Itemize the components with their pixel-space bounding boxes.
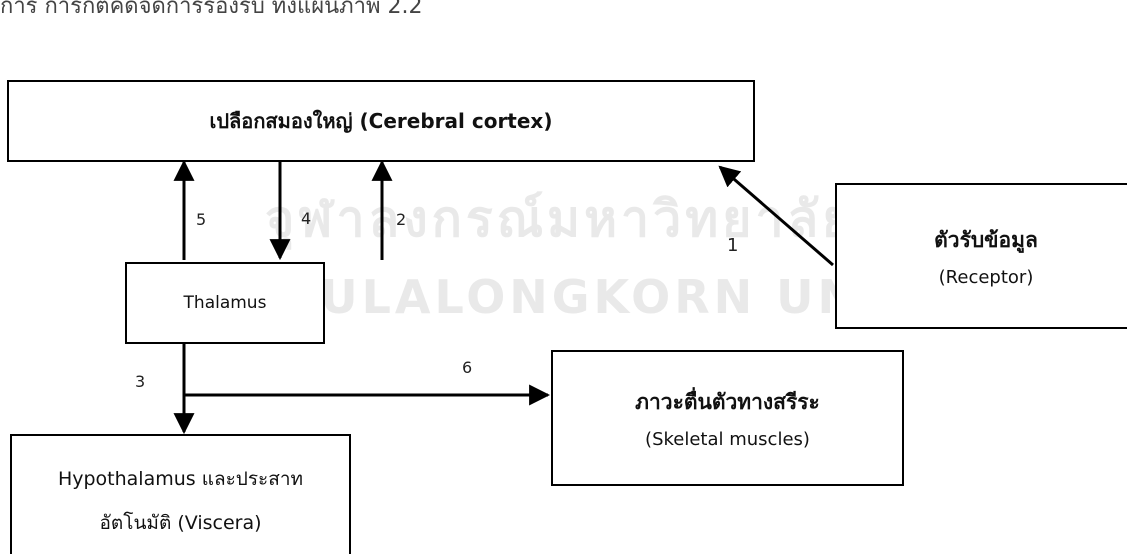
arrow-label-5: 5 <box>196 210 207 229</box>
arrow-label-3: 3 <box>135 372 146 391</box>
arrow-label-2: 2 <box>396 210 407 229</box>
skeletal-muscles-box: ภาวะตื่นตัวทางสรีระ (Skeletal muscles) <box>551 350 904 486</box>
cerebral-cortex-box: เปลือกสมองใหญ่ (Cerebral cortex) <box>7 80 755 162</box>
receptor-box: ตัวรับข้อมูล (Receptor) <box>835 183 1127 329</box>
hypothalamus-line1: Hypothalamus และประสาท <box>57 468 304 490</box>
thalamus-label: Thalamus <box>183 293 267 313</box>
hypothalamus-box: Hypothalamus และประสาท อัตโนมัติ (Viscer… <box>10 434 351 554</box>
arousal-thai-label: ภาวะตื่นตัวทางสรีระ <box>635 390 820 414</box>
hypothalamus-line2: อัตโนมัติ (Viscera) <box>99 512 262 534</box>
arrow-label-1: 1 <box>727 235 739 256</box>
arrow-label-4: 4 <box>301 209 312 228</box>
watermark-thai: จุฬาลงกรณ์มหาวิทยาลัย <box>265 190 856 248</box>
cortex-label: เปลือกสมองใหญ่ (Cerebral cortex) <box>209 109 553 133</box>
receptor-en-label: (Receptor) <box>938 267 1034 288</box>
receptor-thai-label: ตัวรับข้อมูล <box>934 228 1038 252</box>
arrow-label-6: 6 <box>462 358 473 377</box>
arrow-1 <box>718 165 834 267</box>
thalamus-box: Thalamus <box>125 262 325 344</box>
arousal-en-label: (Skeletal muscles) <box>645 429 810 450</box>
header-text: การ การกิตคิดจัดการรองรับ ทั้งแผนภาพ 2.2 <box>0 0 423 19</box>
